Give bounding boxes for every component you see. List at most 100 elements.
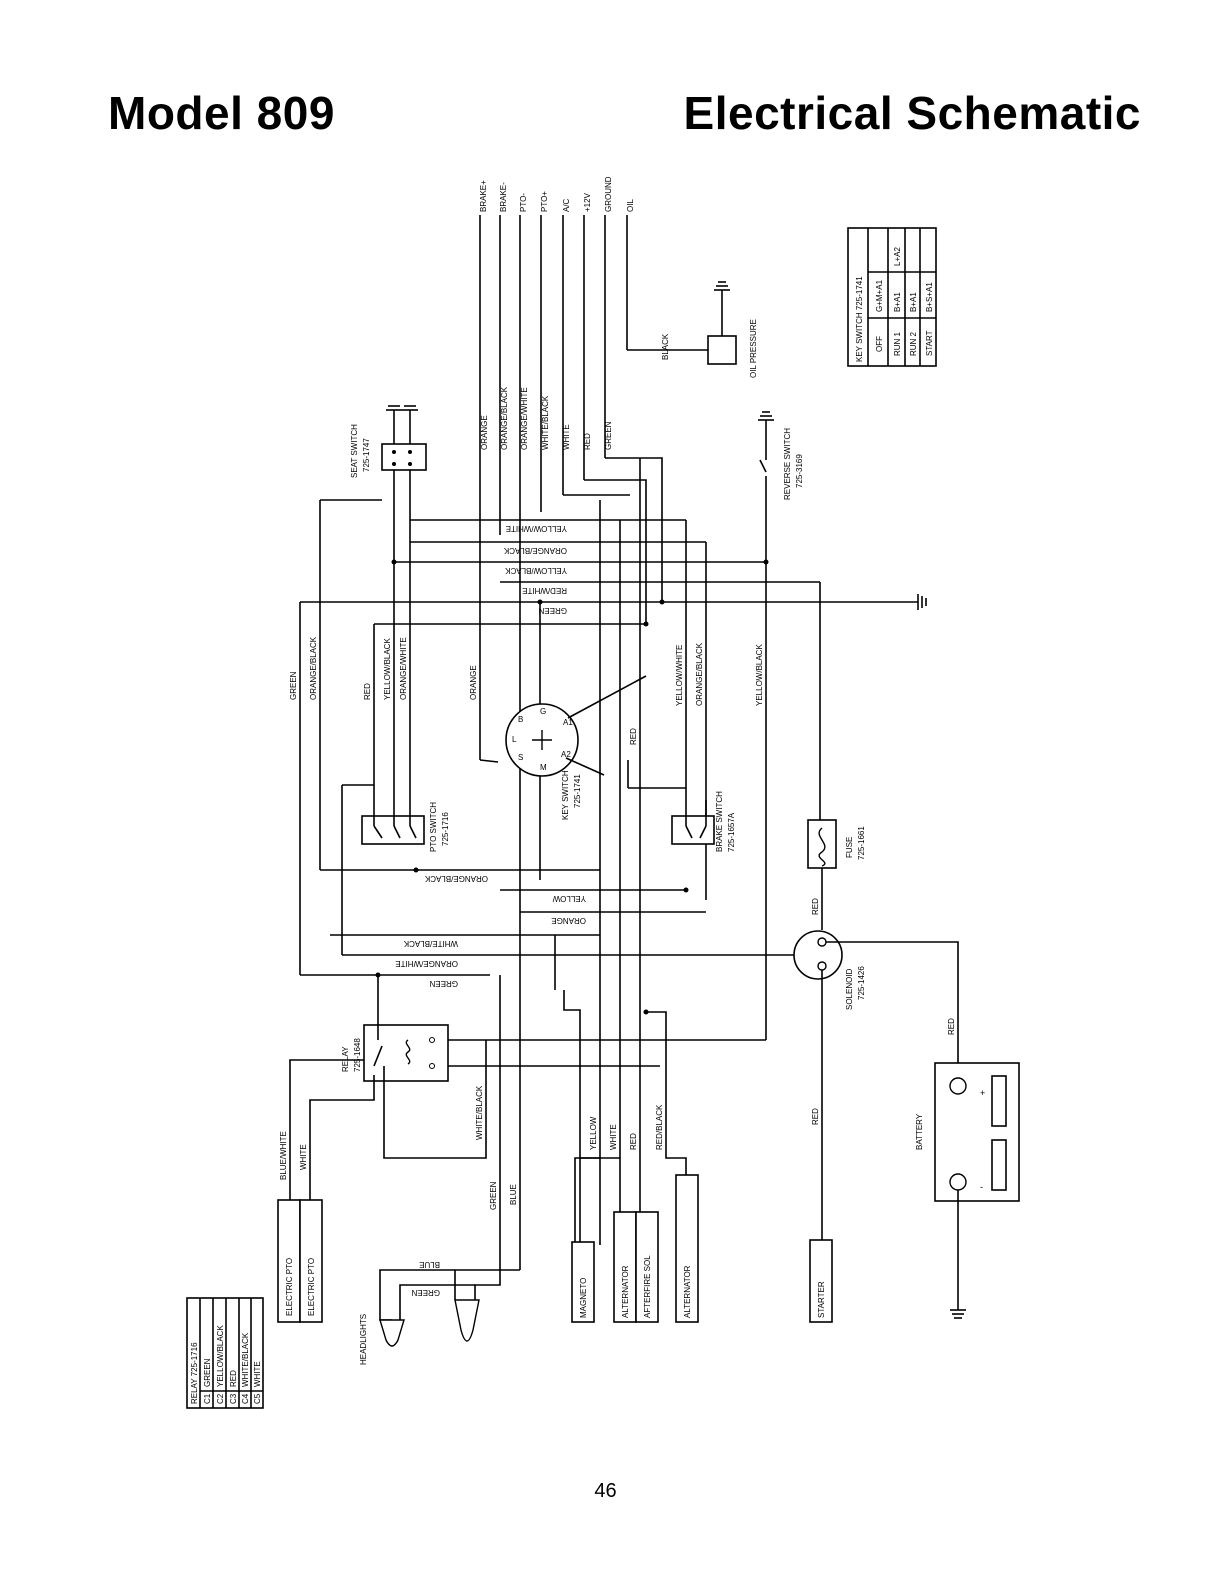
terminal-pto-plus: PTO+ <box>540 191 549 212</box>
wire-label-yellow-lower: YELLOW <box>589 1116 598 1150</box>
lower-bus-orange-white: ORANGE/WHITE <box>395 959 458 968</box>
wire-label-yellow-black-right: YELLOW/BLACK <box>755 644 764 706</box>
key-table-r3c1: RUN 2 <box>909 331 918 356</box>
electric-pto-label-1: ELECTRIC PTO <box>285 1258 294 1316</box>
relay-table-r5c1: C5 <box>253 1393 262 1404</box>
wire-vertical-runs: GREEN ORANGE/BLACK RED YELLOW/BLACK ORAN… <box>289 457 821 1270</box>
afterfire-sol-label: AFTERFIRE SOL <box>643 1255 652 1318</box>
battery-minus: - <box>980 1182 983 1192</box>
relay-part: 725-1648 <box>353 1038 362 1072</box>
key-table-r2c3: L+A2 <box>893 247 902 266</box>
bus-label-yellow-black: YELLOW/BLACK <box>505 566 567 575</box>
bus-label-green: GREEN <box>538 606 567 615</box>
key-table-r3c2: B+A1 <box>909 292 918 312</box>
wire-label-red-battery: RED <box>947 1018 956 1035</box>
key-pin-b: B <box>518 715 523 724</box>
key-switch-part: 725-1741 <box>573 774 582 808</box>
relay: RELAY 725-1648 WHITE/BLACK BLUE/WHITE WH… <box>279 975 766 1200</box>
terminal-oil: OIL <box>626 199 635 212</box>
battery-plus: + <box>980 1088 985 1098</box>
bus-label-red-white: RED/WHITE <box>522 586 567 595</box>
wire-label-white: WHITE <box>562 424 571 450</box>
key-pin-g: G <box>540 707 546 716</box>
electric-pto-label-2: ELECTRIC PTO <box>307 1258 316 1316</box>
wire-label-green: GREEN <box>604 421 613 450</box>
page-title-schematic: Electrical Schematic <box>683 87 1141 139</box>
electric-pto: ELECTRIC PTO ELECTRIC PTO <box>277 1199 323 1323</box>
relay-label: RELAY <box>341 1046 350 1072</box>
wire-label-white-black: WHITE/BLACK <box>541 395 550 450</box>
lower-bus-orange-black: ORANGE/BLACK <box>424 874 488 883</box>
key-table-r1c2: G+M+A1 <box>875 279 884 312</box>
lower-bus-yellow: YELLOW <box>552 894 586 903</box>
wire-label-yellow-white-right: YELLOW/WHITE <box>675 645 684 706</box>
key-pin-a1: A1 <box>563 718 573 727</box>
terminal-ground: GROUND <box>604 176 613 212</box>
bus-label-orange-black: ORANGE/BLACK <box>503 546 567 555</box>
terminal-brake-minus: BRAKE- <box>499 182 508 212</box>
relay-table-r1c1: C1 <box>203 1393 212 1404</box>
alternator-label-2: ALTERNATOR <box>683 1265 692 1318</box>
key-table-r4c2: B+S+A1 <box>925 282 934 312</box>
magneto-label: MAGNETO <box>579 1278 588 1318</box>
brake-switch-part: 725-1657A <box>727 812 736 852</box>
alternator-label-1: ALTERNATOR <box>621 1265 630 1318</box>
seat-switch: SEAT SWITCH 725-1747 <box>350 405 427 478</box>
relay-table-r2c2: YELLOW/BLACK <box>216 1325 225 1387</box>
wire-label-white-relay: WHITE <box>299 1144 308 1170</box>
headlights-label: HEADLIGHTS <box>359 1314 368 1365</box>
solenoid-label: SOLENOID <box>845 968 854 1010</box>
oil-pressure-label: OIL PRESSURE <box>749 319 758 378</box>
starter-label: STARTER <box>817 1281 826 1318</box>
fuse-part: 725-1661 <box>857 826 866 860</box>
key-table-r2c2: B+A1 <box>893 292 902 312</box>
pto-switch-part: 725-1716 <box>441 812 450 846</box>
lower-bus-white-black: WHITE/BLACK <box>403 939 458 948</box>
relay-table: RELAY 725-1716 C1 GREEN C2 YELLOW/BLACK … <box>186 1297 264 1409</box>
key-pin-s: S <box>518 753 523 762</box>
key-table-r2c1: RUN 1 <box>893 331 902 356</box>
wire-label-orange-mid: ORANGE <box>469 665 478 700</box>
wire-label-blue-lower: BLUE <box>509 1184 518 1205</box>
wire-label-green-left: GREEN <box>289 671 298 700</box>
fuse-label: FUSE <box>845 837 854 858</box>
relay-table-r5c2: WHITE <box>253 1361 262 1387</box>
seat-switch-label: SEAT SWITCH <box>350 424 359 478</box>
key-switch-label: KEY SWITCH <box>561 770 570 820</box>
reverse-switch: REVERSE SWITCH 725-3169 <box>758 411 804 562</box>
solenoid-part: 725-1426 <box>857 966 866 1000</box>
terminal-pto-minus: PTO- <box>519 193 528 212</box>
wire-label-red-black: RED/BLACK <box>655 1104 664 1150</box>
key-pin-a2: A2 <box>561 750 571 759</box>
lower-wire-bus: ORANGE/BLACK YELLOW ORANGE WHITE/BLACK O… <box>300 867 800 1015</box>
wire-label-red-mid: RED <box>363 683 372 700</box>
wire-label-orange-white-mid: ORANGE/WHITE <box>399 637 408 700</box>
relay-table-header: RELAY 725-1716 <box>190 1342 199 1404</box>
key-switch: B G A1 A2 M S L KEY SWITCH 725-1741 <box>505 675 647 820</box>
key-table-header: KEY SWITCH 725-1741 <box>855 276 864 362</box>
wire-label-white-lower: WHITE <box>609 1124 618 1150</box>
harness-terminals: BRAKE+ BRAKE- PTO- PTO+ A/C +12V GROUND … <box>479 176 635 560</box>
wire-label-yellow-black-mid: YELLOW/BLACK <box>383 638 392 700</box>
fuse: FUSE 725-1661 RED <box>807 819 866 930</box>
reverse-switch-label: REVERSE SWITCH <box>783 428 792 500</box>
wire-label-red-starter: RED <box>811 1108 820 1125</box>
key-table-r1c1: OFF <box>875 336 884 352</box>
lower-bus-green: GREEN <box>429 979 458 988</box>
relay-table-r2c1: C2 <box>216 1393 225 1404</box>
reverse-switch-part: 725-3169 <box>795 454 804 488</box>
seat-switch-part: 725-1747 <box>362 438 371 472</box>
wire-label-red-right: RED <box>629 728 638 745</box>
relay-table-r4c2: WHITE/BLACK <box>241 1332 250 1387</box>
wire-label-orange: ORANGE <box>480 415 489 450</box>
lower-bus-orange: ORANGE <box>551 916 586 925</box>
wire-label-black-oil: BLACK <box>661 333 670 360</box>
wire-label-red-lower: RED <box>629 1133 638 1150</box>
bus-label-yellow-white: YELLOW/WHITE <box>506 524 567 533</box>
key-pin-m: M <box>540 763 547 772</box>
wire-label-orange-black: ORANGE/BLACK <box>500 386 509 450</box>
pto-switch-label: PTO SWITCH <box>429 802 438 852</box>
key-pin-l: L <box>512 735 517 744</box>
relay-table-r4c1: C4 <box>241 1393 250 1404</box>
